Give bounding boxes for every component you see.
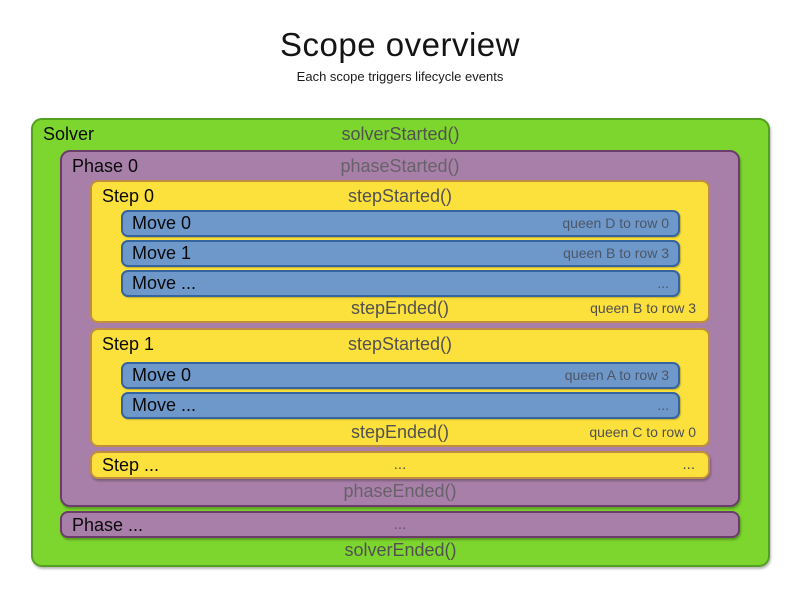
phase-more-box: Phase ... ...	[60, 511, 740, 538]
move-box: Move 0 queen A to row 3	[121, 362, 680, 389]
move-box: Move ... ...	[121, 392, 680, 419]
page-subtitle: Each scope triggers lifecycle events	[296, 69, 504, 84]
step0-started-event: stepStarted()	[347, 186, 453, 206]
phase-ended-event: phaseEnded()	[343, 481, 457, 501]
step-more-box: Step ... ... ...	[90, 451, 710, 479]
step1-ended-detail: queen C to row 0	[589, 424, 696, 440]
step1-started-event: stepStarted()	[347, 334, 453, 354]
phase0-label: Phase 0	[72, 156, 139, 176]
solver-label: Solver	[43, 124, 95, 144]
step0-ended-detail: queen B to row 3	[590, 300, 696, 316]
solver-started-event: solverStarted()	[341, 124, 460, 144]
step-more-label: Step ...	[102, 455, 160, 475]
move-box: Move ... ...	[121, 270, 680, 297]
step0-ended-line: stepEnded() queen B to row 3	[92, 298, 708, 319]
step0-label: Step 0	[102, 186, 155, 206]
step1-header: Step 1 stepStarted()	[92, 332, 708, 357]
move-detail: ...	[657, 275, 669, 291]
step1-ended-line: stepEnded() queen C to row 0	[92, 422, 708, 443]
phase0-header: Phase 0 phaseStarted()	[62, 154, 738, 179]
solver-ended-event: solverEnded()	[344, 540, 457, 560]
move-detail: ...	[657, 397, 669, 413]
move-label: Move 1	[132, 243, 192, 263]
phase-started-event: phaseStarted()	[340, 156, 460, 176]
phase-more-label: Phase ...	[72, 515, 144, 535]
step-more-right-ellipsis: ...	[682, 456, 695, 473]
step0-ended-event: stepEnded()	[350, 298, 450, 318]
step0-header: Step 0 stepStarted()	[92, 184, 708, 209]
page-title: Scope overview	[280, 26, 520, 63]
step1-ended-event: stepEnded()	[350, 422, 450, 442]
step0-scope-box: Step 0 stepStarted() Move 0 queen D to r…	[90, 180, 710, 323]
solver-scope-box: Solver solverStarted() Phase 0 phaseStar…	[31, 118, 770, 567]
move-label: Move 0	[132, 365, 192, 385]
move-box: Move 1 queen B to row 3	[121, 240, 680, 267]
move-detail: queen D to row 0	[562, 215, 669, 231]
move-label: Move 0	[132, 213, 192, 233]
phase0-scope-box: Phase 0 phaseStarted() Step 0 stepStarte…	[60, 150, 740, 507]
step-more-center-ellipsis: ...	[393, 456, 407, 473]
solver-header: Solver solverStarted()	[33, 122, 768, 147]
move-label: Move ...	[132, 395, 197, 415]
step1-label: Step 1	[102, 334, 155, 354]
move-detail: queen B to row 3	[563, 245, 669, 261]
phase-more-center-ellipsis: ...	[393, 516, 407, 533]
step1-scope-box: Step 1 stepStarted() Move 0 queen A to r…	[90, 328, 710, 447]
move-label: Move ...	[132, 273, 197, 293]
move-box: Move 0 queen D to row 0	[121, 210, 680, 237]
move-detail: queen A to row 3	[564, 367, 669, 383]
